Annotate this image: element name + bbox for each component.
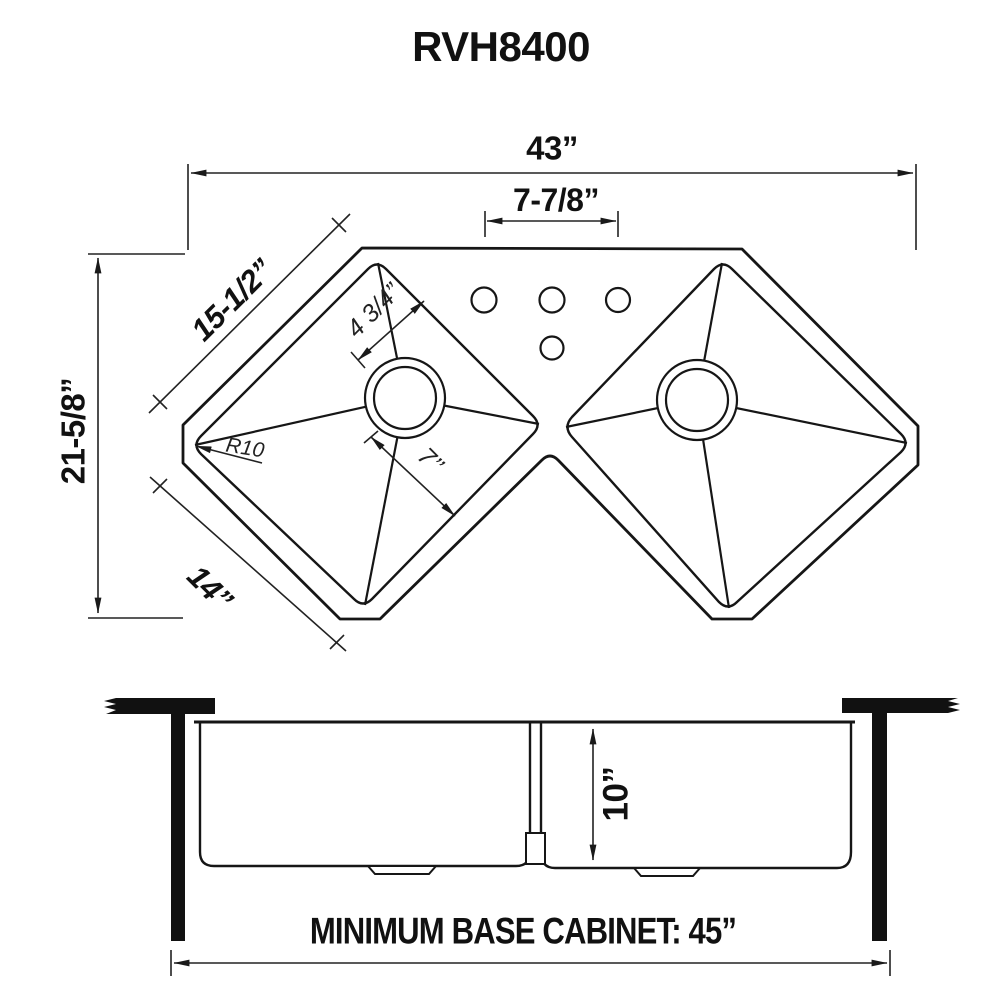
left-bowl-section (198, 722, 532, 868)
left-drain-boss (365, 865, 439, 875)
cabinet-side-right (872, 713, 887, 941)
corner-radius-label: R10 (224, 433, 266, 463)
dim-7-tick (363, 430, 379, 444)
faucet-hole-1 (470, 286, 498, 314)
divider-foot (525, 832, 546, 865)
top-view-dimensions (88, 164, 917, 652)
faucet-hole-4 (539, 335, 565, 361)
faucet-hole-3 (604, 286, 632, 314)
faucet-hole-2 (538, 286, 566, 314)
dim-434-line (357, 300, 425, 361)
right-drain-boss (631, 867, 703, 877)
sink-outline (181, 246, 920, 621)
dim-1512-tick-b (331, 217, 347, 233)
dim-overall-depth-label: 21-5/8” (54, 377, 92, 485)
top-view-drawing (88, 164, 920, 652)
cabinet-side-left (171, 714, 185, 941)
faucet-holes (470, 286, 632, 361)
right-bowl-section (539, 722, 853, 870)
dim-14-tick-b (329, 634, 345, 650)
right-drain (565, 262, 908, 609)
page-title: RVH8400 (412, 23, 590, 70)
counter-right (842, 698, 960, 713)
left-drain-inner (372, 365, 438, 431)
cabinet-note-label: MINIMUM BASE CABINET: 45” (309, 910, 737, 952)
right-bowl-edge (566, 263, 907, 608)
dim-434-tick (350, 351, 366, 369)
dim-overall-width-label: 43” (526, 129, 578, 167)
dim-14-line (149, 476, 347, 652)
right-drain-inner (664, 367, 730, 433)
dim-1512-tick-a (152, 394, 168, 410)
dim-bowl-depth-label: 10” (596, 766, 636, 822)
dim-7-line (370, 436, 456, 517)
side-view-drawing (104, 698, 960, 976)
counter-left (104, 698, 215, 714)
r10-leader (195, 445, 263, 464)
dim-hole-span-label: 7-7/8” (513, 182, 599, 218)
dim-1512-line (148, 213, 351, 414)
dim-14-tick-a (152, 478, 168, 494)
side-view-dimensions (170, 728, 891, 976)
